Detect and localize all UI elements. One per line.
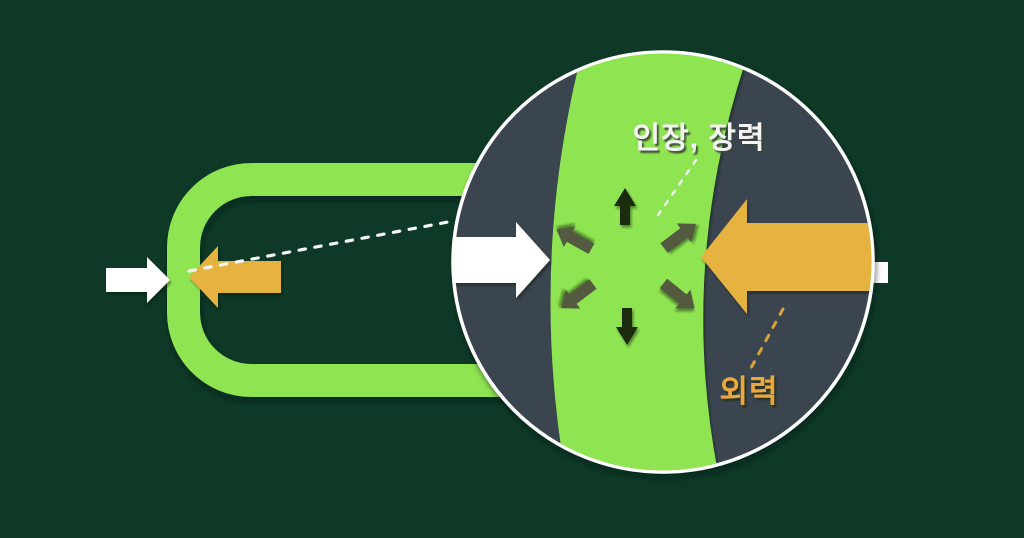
applied-force-arrow-left-icon <box>106 257 170 303</box>
reaction-force-arrow-loop-icon <box>189 246 281 308</box>
tension-arrow-downright-icon <box>659 278 695 309</box>
tension-arrow-up-icon <box>614 188 636 225</box>
tension-arrow-upleft-icon <box>556 226 595 254</box>
tension-arrow-downleft-shape <box>561 279 597 309</box>
external-force-arrow-magnified-icon <box>701 199 872 314</box>
tension-arrow-downright-shape <box>659 278 695 309</box>
tension-arrow-down-icon <box>616 308 638 345</box>
magnifier-contents <box>454 53 872 471</box>
tension-label-line <box>652 158 698 223</box>
tension-arrow-upright-icon <box>660 223 696 253</box>
tension-arrow-upright-shape <box>660 223 696 253</box>
tension-arrow-downleft-icon <box>561 279 597 309</box>
membrane-band-magnified <box>550 53 750 471</box>
tension-label: 인장, 장력 <box>632 122 765 155</box>
magnifier-guide-line <box>187 220 450 273</box>
tension-arrow-upleft-shape <box>556 226 595 254</box>
external-force-label: 외력 <box>719 374 778 409</box>
external-force-label-line <box>749 307 785 370</box>
applied-force-arrow-magnified-icon <box>454 222 550 298</box>
